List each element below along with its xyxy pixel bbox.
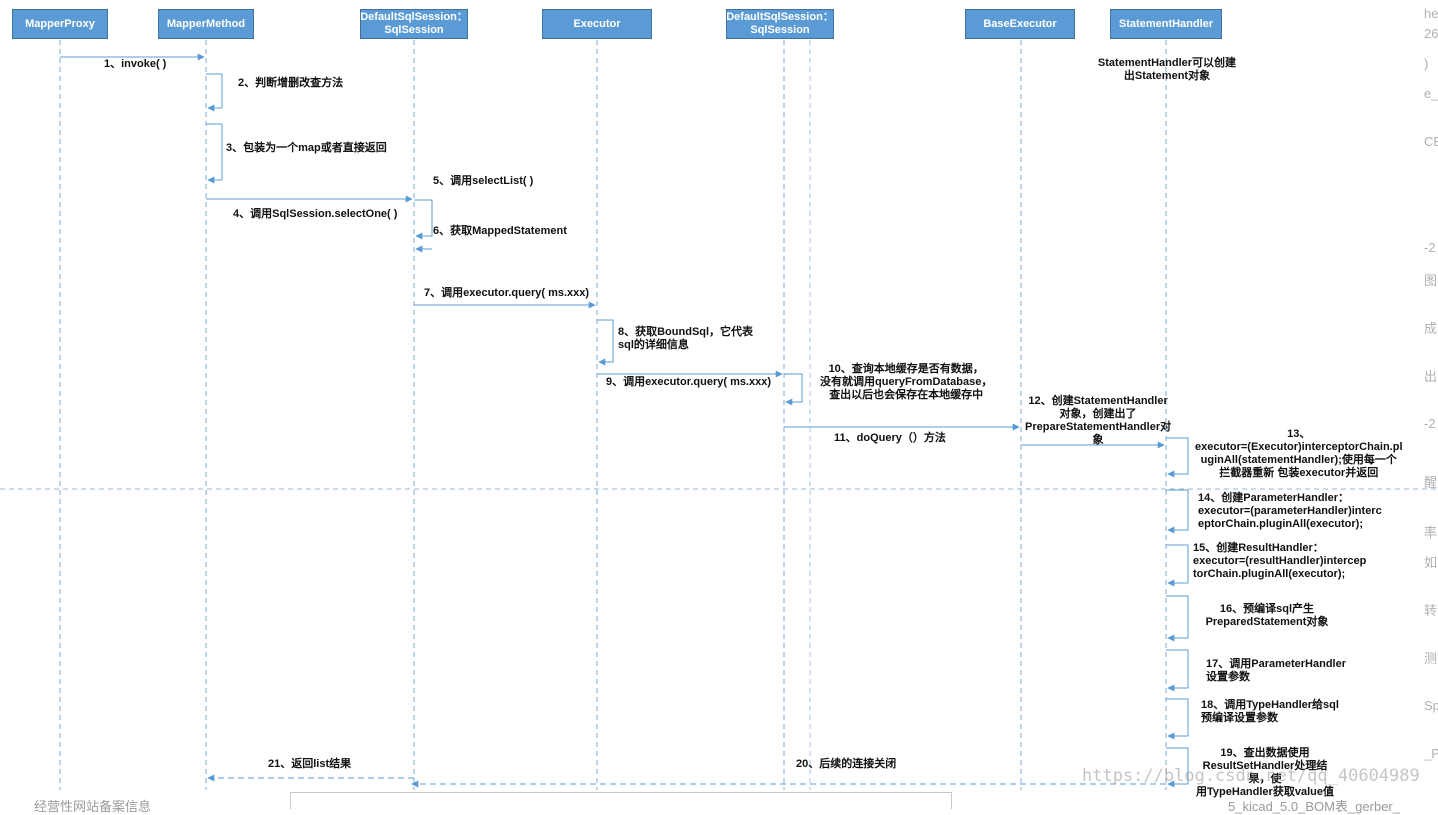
message-13-arrow: [1166, 437, 1189, 478]
message-21-label: 21、返回list结果: [268, 758, 352, 770]
message-17-arrow: [1166, 649, 1189, 692]
message-3-arrow: [206, 123, 223, 184]
side-fragment: 26: [1424, 26, 1438, 41]
actor-executor: Executor: [542, 9, 652, 39]
side-fragment: 测: [1424, 651, 1438, 666]
side-fragment: 率: [1424, 525, 1438, 540]
message-15-arrow: [1166, 544, 1189, 587]
message-2-arrow: [206, 73, 223, 112]
side-fragment: _P: [1424, 746, 1438, 761]
message-6-label: 6、获取MappedStatement: [433, 225, 567, 237]
actor-defaultsqlsession1: DefaultSqlSession： SqlSession: [360, 9, 468, 39]
message-19-arrow: [1166, 747, 1189, 788]
actor-defaultsqlsession2: DefaultSqlSession： SqlSession: [726, 9, 834, 39]
message-1-label: 1、invoke( ): [104, 58, 167, 70]
side-fragment: 图: [1424, 273, 1438, 288]
side-fragment: e_: [1424, 86, 1438, 101]
message-16-arrow: [1166, 595, 1189, 642]
actor-baseexecutor: BaseExecutor: [965, 9, 1075, 39]
message-14-label: 14、创建ParameterHandler： executor=(paramet…: [1198, 492, 1382, 530]
message-18-label: 18、调用TypeHandler给sql 预编译设置参数: [1201, 699, 1339, 724]
message-2-label: 2、判断增删改查方法: [238, 77, 344, 89]
message-10-label: 10、查询本地缓存是否有数据， 没有就调用queryFromDatabase， …: [820, 363, 993, 401]
message-17-label: 17、调用ParameterHandler 设置参数: [1206, 658, 1347, 683]
message-20-label: 20、后续的连接关闭: [796, 758, 897, 770]
actor-statementhandler: StatementHandler: [1110, 9, 1222, 39]
message-5-arrow: [414, 199, 433, 240]
message-3-label: 3、包装为一个map或者直接返回: [226, 142, 387, 154]
message-8-label: 8、获取BoundSql，它代表 sql的详细信息: [618, 326, 754, 351]
side-fragment: CE: [1424, 134, 1438, 149]
side-fragment: 成: [1424, 321, 1438, 336]
message-8-arrow: [597, 319, 614, 366]
side-fragment: ): [1424, 56, 1429, 71]
side-fragment: 出: [1424, 369, 1438, 384]
actor-mappermethod: MapperMethod: [158, 9, 254, 39]
message-9-label: 9、调用executor.query( ms.xxx): [606, 376, 772, 388]
message-5-label: 5、调用selectList( ): [433, 175, 534, 187]
side-fragment: -2: [1424, 416, 1436, 431]
side-fragment: -2: [1424, 240, 1436, 255]
watermark: https://blog.csdn.net/qq_40604989: [1082, 766, 1420, 786]
side-fragment: 如: [1424, 555, 1438, 570]
side-fragment: he: [1424, 6, 1438, 21]
message-14-arrow: [1166, 489, 1189, 534]
actor-mapperproxy: MapperProxy: [12, 9, 108, 39]
message-13-label: 13、 executor=(Executor)interceptorChain.…: [1195, 428, 1403, 479]
message-16-label: 16、预编译sql产生 PreparedStatement对象: [1205, 603, 1329, 628]
message-19-label: 19、查出数据使用 ResultSetHandler处理结果，使 用TypeHa…: [1196, 747, 1334, 798]
message-18-arrow: [1166, 698, 1189, 740]
footer-left-text: 经营性网站备案信息: [34, 799, 152, 814]
side-fragment: 转: [1424, 603, 1438, 618]
side-fragment: Sp: [1424, 698, 1438, 713]
message-12-label: 12、创建StatementHandler 对象，创建出了 PrepareSta…: [1025, 395, 1172, 446]
message-10-arrow: [784, 373, 803, 406]
message-7-label: 7、调用executor.query( ms.xxx): [424, 287, 590, 299]
side-fragment: 醒: [1424, 475, 1438, 490]
message-11-label: 11、doQuery（）方法: [834, 432, 946, 444]
footer-right-text: 5_kicad_5.0_BOM表_gerber_: [1228, 799, 1400, 814]
message-4-label: 4、调用SqlSession.selectOne( ): [233, 208, 398, 220]
note-statementhandler: StatementHandler可以创建 出Statement对象: [1097, 57, 1237, 82]
footer-box: [290, 792, 952, 809]
message-15-label: 15、创建ResultHandler： executor=(resultHand…: [1193, 542, 1367, 580]
